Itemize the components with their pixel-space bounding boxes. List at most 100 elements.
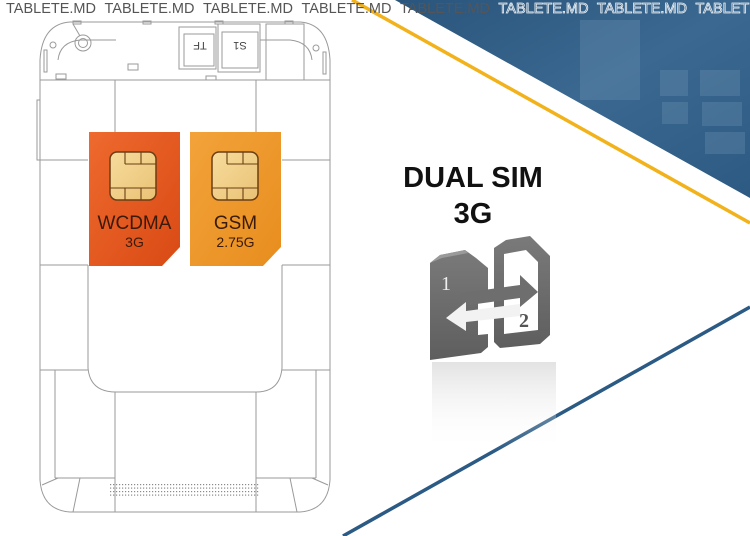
speaker-dot	[113, 484, 115, 486]
speaker-dot	[161, 491, 163, 493]
speaker-dot	[254, 491, 256, 493]
speaker-dot	[137, 484, 139, 486]
speaker-dot	[236, 487, 238, 489]
speaker-dot	[125, 491, 127, 493]
speaker-dot	[173, 484, 175, 486]
speaker-dot	[128, 494, 130, 496]
speaker-dot	[179, 494, 181, 496]
dual-sim-icon: 1 2	[430, 236, 556, 452]
sim-card-gsm	[190, 132, 281, 266]
speaker-dot	[182, 494, 184, 496]
speaker-dot	[203, 491, 205, 493]
speaker-dot	[248, 494, 250, 496]
speaker-dot	[251, 494, 253, 496]
speaker-dot	[209, 494, 211, 496]
speaker-dot	[164, 491, 166, 493]
speaker-dot	[185, 494, 187, 496]
speaker-dot	[230, 491, 232, 493]
speaker-dot	[230, 494, 232, 496]
speaker-dot	[209, 491, 211, 493]
speaker-dot	[212, 491, 214, 493]
speaker-dot	[236, 484, 238, 486]
speaker-dot	[233, 491, 235, 493]
speaker-dot	[224, 484, 226, 486]
sim-wcdma-name: WCDMA	[97, 213, 172, 234]
speaker-dot	[191, 484, 193, 486]
speaker-dot	[194, 484, 196, 486]
speaker-dot	[182, 491, 184, 493]
speaker-dot	[113, 494, 115, 496]
sim-chip-icon	[109, 151, 157, 201]
speaker-dot	[233, 487, 235, 489]
tablet-outline	[36, 20, 331, 513]
speaker-dot	[242, 484, 244, 486]
speaker-dot	[152, 494, 154, 496]
speaker-dot	[158, 487, 160, 489]
speaker-dot	[200, 494, 202, 496]
speaker-dot	[119, 491, 121, 493]
speaker-dot	[176, 491, 178, 493]
speaker-dot	[182, 484, 184, 486]
speaker-dot	[203, 487, 205, 489]
blue-panel	[395, 0, 750, 198]
watermark-text: TABLETE.MD	[400, 1, 490, 17]
speaker-dot	[218, 491, 220, 493]
speaker-dot	[230, 487, 232, 489]
sim-wcdma-generation: 3G	[125, 234, 144, 250]
speaker-dot	[200, 491, 202, 493]
headline: DUAL SIM 3G	[400, 160, 546, 232]
speaker-dot	[221, 491, 223, 493]
speaker-dot	[116, 491, 118, 493]
speaker-dot	[218, 494, 220, 496]
speaker-dot	[173, 491, 175, 493]
speaker-dot	[251, 491, 253, 493]
speaker-dot	[188, 487, 190, 489]
speaker-dot	[164, 484, 166, 486]
speaker-dot	[125, 487, 127, 489]
speaker-dot	[146, 487, 148, 489]
speaker-dot	[209, 484, 211, 486]
yellow-stripe	[351, 0, 750, 225]
speaker-dot	[194, 487, 196, 489]
speaker-dot	[227, 491, 229, 493]
speaker-dot	[233, 494, 235, 496]
speaker-dot	[170, 491, 172, 493]
speaker-dot	[239, 484, 241, 486]
speaker-dot	[176, 487, 178, 489]
speaker-dot	[161, 484, 163, 486]
speaker-dot	[257, 484, 259, 486]
speaker-dot	[149, 491, 151, 493]
speaker-dot	[248, 487, 250, 489]
speaker-dot	[239, 491, 241, 493]
speaker-dot	[146, 494, 148, 496]
speaker-dot	[197, 491, 199, 493]
speaker-dot	[110, 491, 112, 493]
speaker-dot	[245, 484, 247, 486]
speaker-dot	[158, 494, 160, 496]
speaker-dot	[128, 487, 130, 489]
speaker-dot	[131, 487, 133, 489]
speaker-dot	[215, 487, 217, 489]
speaker-dot	[206, 487, 208, 489]
speaker-dot	[122, 494, 124, 496]
speaker-dot	[131, 494, 133, 496]
speaker-dot	[212, 487, 214, 489]
speaker-dot	[254, 487, 256, 489]
sim-gsm-name: GSM	[213, 213, 258, 234]
speaker-dot	[221, 494, 223, 496]
speaker-dot	[143, 484, 145, 486]
speaker-dot	[248, 484, 250, 486]
speaker-dot	[170, 484, 172, 486]
speaker-dot	[110, 484, 112, 486]
watermark-text: TABLETE.MD	[695, 1, 750, 18]
watermark-text: TABLETE.MD	[104, 1, 195, 17]
speaker-dot	[191, 494, 193, 496]
speaker-dot	[179, 487, 181, 489]
speaker-dot	[185, 487, 187, 489]
blue-panel-pattern	[580, 20, 745, 154]
speaker-dot	[119, 487, 121, 489]
speaker-dot	[164, 494, 166, 496]
watermark-text: TABLETE.MD	[301, 1, 392, 17]
speaker-dot	[176, 494, 178, 496]
